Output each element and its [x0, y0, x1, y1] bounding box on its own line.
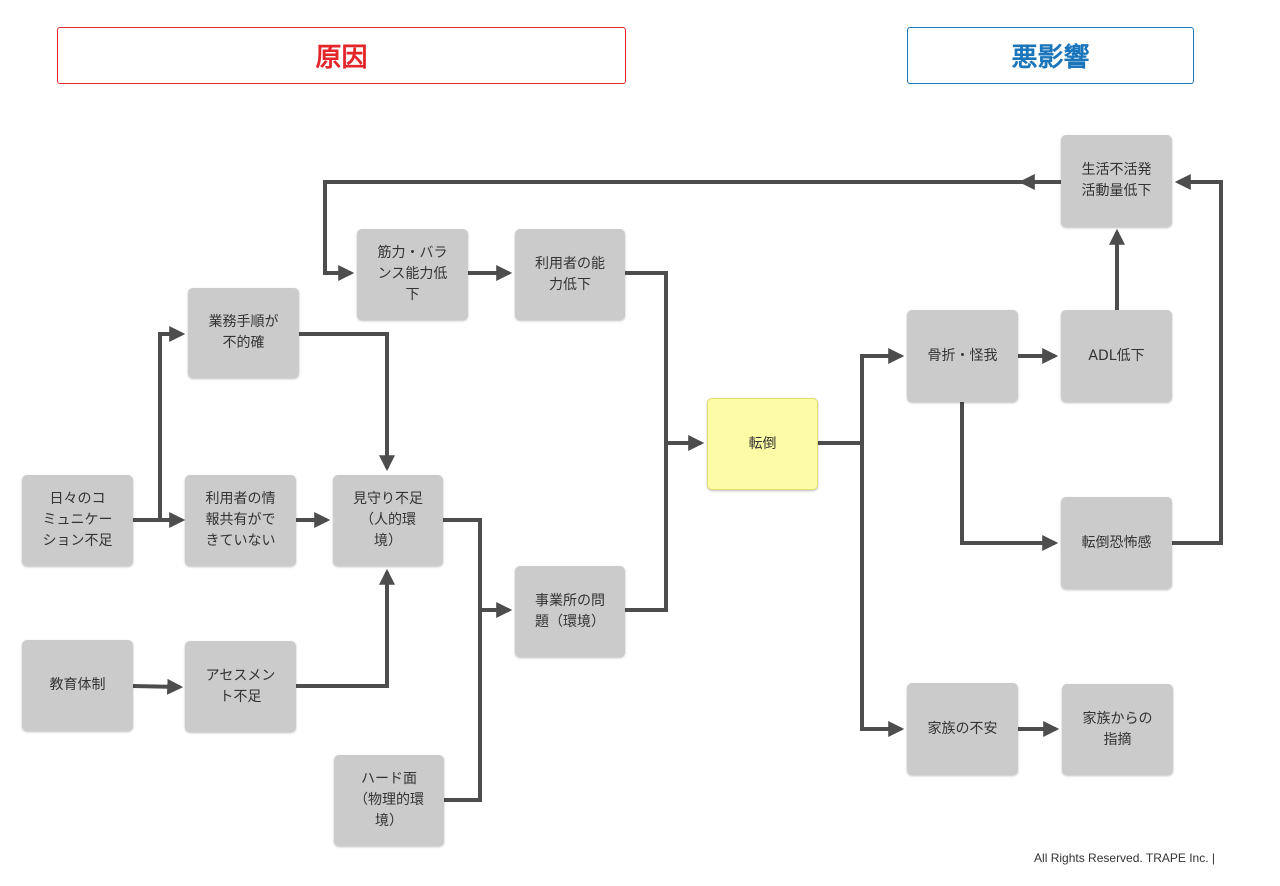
node-assessment-lack: アセスメン ト不足	[185, 641, 296, 732]
cause-header-label: 原因	[315, 43, 368, 73]
node-facility-problem: 事業所の問 題（環境）	[515, 566, 625, 657]
connector-fracture-to-fear	[960, 402, 1059, 551]
node-daily-communication: 日々のコ ミュニケー ション不足	[22, 475, 133, 566]
connector-assessment-to-watch	[296, 568, 395, 688]
node-muscle-balance: 筋力・バラ ンス能力低 下	[357, 229, 468, 320]
cause-header: 原因	[57, 27, 626, 84]
connector-fear-to-inactive	[1172, 174, 1223, 545]
node-fall-fear: 転倒恐怖感	[1061, 497, 1172, 589]
node-fall: 転倒	[707, 398, 818, 490]
connector-procedure-to-watch	[298, 332, 395, 472]
node-fracture-injury: 骨折・怪我	[907, 310, 1018, 402]
connector-watch-to-facility	[443, 518, 513, 618]
connector-ability-to-fall	[625, 271, 705, 451]
node-inactive-life: 生活不活発 活動量低下	[1061, 135, 1172, 227]
connector-daily-to-procedure	[132, 326, 186, 522]
node-watch-lack: 見守り不足 （人的環 境）	[333, 475, 443, 566]
connector-fall-to-family-anxiety	[860, 443, 905, 737]
connector-inactive-loop-to-muscle	[323, 180, 1030, 281]
node-education-system: 教育体制	[22, 640, 133, 731]
node-family-anxiety: 家族の不安	[907, 683, 1018, 775]
node-user-info-share: 利用者の情 報共有がで きていない	[185, 475, 296, 566]
connector-facility-to-fall	[625, 443, 668, 612]
connector-fall-to-fracture	[817, 348, 905, 445]
connector-hardware-to-facility	[444, 610, 482, 802]
node-user-ability: 利用者の能 力低下	[515, 229, 625, 320]
effect-header: 悪影響	[907, 27, 1194, 84]
node-hardware: ハード面 （物理的環 境）	[334, 755, 444, 846]
node-adl-decline: ADL低下	[1061, 310, 1172, 402]
connector-education-to-assessment	[132, 678, 184, 695]
node-family-point: 家族からの 指摘	[1062, 684, 1173, 775]
effect-header-label: 悪影響	[1011, 43, 1090, 73]
copyright-footer: All Rights Reserved. TRAPE Inc. |	[1034, 851, 1215, 865]
node-task-procedure: 業務手順が 不的確	[188, 288, 299, 378]
